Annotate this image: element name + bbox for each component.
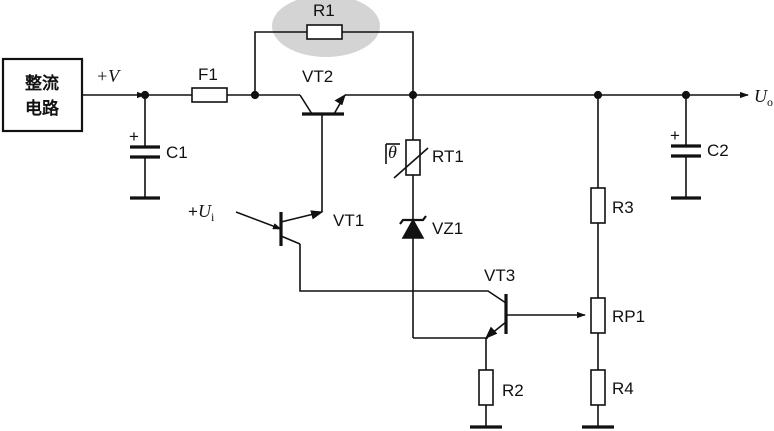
resistor-r3 [590,187,606,224]
f1-label: F1 [198,65,218,84]
vt2-collector [299,94,313,115]
vz1-label: VZ1 [432,219,463,238]
resistor-r1 [306,24,343,40]
wire-r1-bypass [254,31,307,95]
rp1-label: RP1 [612,307,645,326]
resistor-r2 [478,369,494,406]
vt3-label: VT3 [484,266,515,285]
c2-label: C2 [707,141,729,160]
c1-label: C1 [166,143,188,162]
uo-label: Uo [754,86,773,109]
wire-r1-bypass-right [342,31,414,95]
rt1-label: RT1 [432,147,464,166]
wire-ui-input [235,211,282,230]
vt1-label: VT1 [333,211,364,230]
vplus-label: +V [96,66,121,86]
fuse-f1 [191,87,228,103]
r1-label: R1 [313,1,335,20]
vt3-emitter-arrow [484,326,498,339]
zener-vz1-bar [399,215,427,225]
wire-vt1-to-vt3 [299,244,507,304]
rt1-symbol: θ [388,142,397,162]
rectifier-label-line1: 整流 [25,73,59,94]
vt1-emitter-arrow [310,210,324,220]
rectifier-label-line2: 电路 [25,98,60,119]
r3-label: R3 [612,198,634,217]
ui-label: +Ui [188,201,215,224]
rectifier-block [1,57,84,133]
vt2-emitter-arrow [334,93,346,106]
r2-label: R2 [502,381,524,400]
zener-vz1 [401,218,425,239]
vt2-label: VT2 [302,67,333,86]
rt1-diagonal [393,147,429,179]
resistor-r4 [590,369,606,406]
c1-polarity: + [129,127,139,146]
r4-label: R4 [612,379,634,398]
vt1-collector [280,235,301,245]
potentiometer-rp1 [590,297,606,334]
c2-polarity: + [670,126,680,145]
